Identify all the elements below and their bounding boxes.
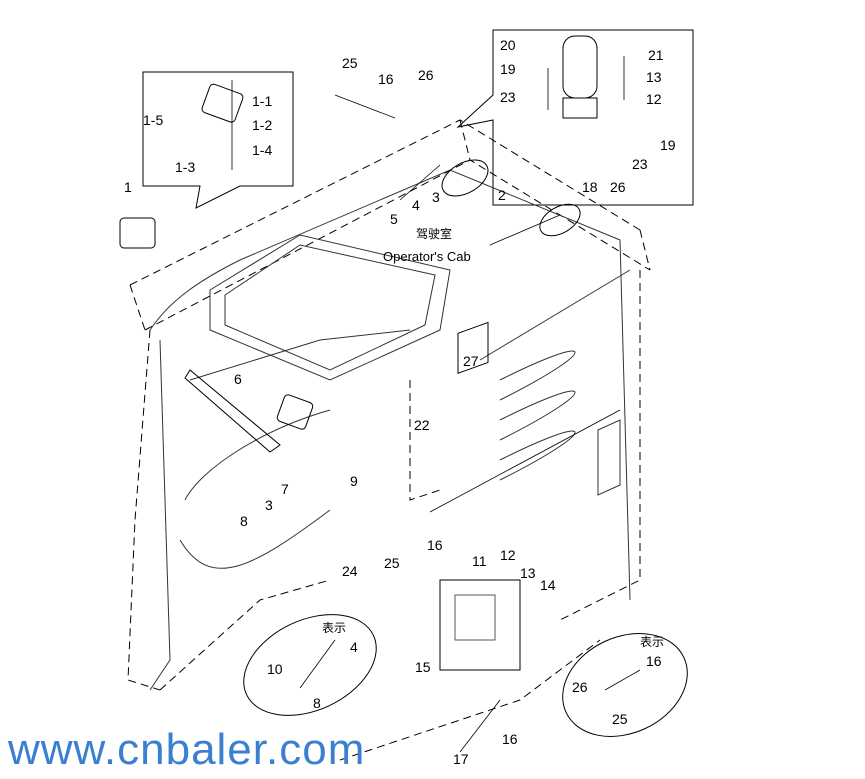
- leader-lines: [231, 56, 641, 753]
- callout: 8: [240, 513, 248, 529]
- callout: 1: [124, 179, 132, 195]
- callout: 13: [646, 69, 662, 85]
- callout: 6: [234, 371, 242, 387]
- beacon-detail-box: [456, 29, 694, 206]
- callout: 1-5: [143, 112, 164, 128]
- cab-outline: [127, 119, 651, 761]
- callout: 16: [646, 653, 662, 669]
- callout: 25: [612, 711, 628, 727]
- speaker-grille: [539, 203, 581, 237]
- watermark: www.cnbaler.com: [8, 725, 366, 774]
- callout: 5: [390, 211, 398, 227]
- callout: 13: [520, 565, 536, 581]
- callout: 12: [500, 547, 516, 563]
- work-lamp: [119, 217, 156, 249]
- callout: 25: [342, 55, 358, 71]
- speaker-grille: [441, 159, 489, 197]
- callout: 23: [632, 156, 648, 172]
- callout: 1-3: [175, 159, 196, 175]
- callout: 16: [427, 537, 443, 553]
- detail-note: 表示: [640, 635, 665, 649]
- callout: 3: [265, 497, 273, 513]
- callout: 22: [414, 417, 430, 433]
- callout: 17: [453, 751, 469, 767]
- callout: 7: [281, 481, 289, 497]
- beacon-base: [562, 97, 598, 119]
- cab-frame: [149, 169, 631, 691]
- callout: 9: [350, 473, 358, 489]
- callout: 26: [418, 67, 434, 83]
- callout: 18: [582, 179, 598, 195]
- beacon: [562, 35, 598, 99]
- callout: 23: [500, 89, 516, 105]
- callout: 4: [350, 639, 358, 655]
- title-cn: 驾驶室: [416, 227, 453, 241]
- callout: 12: [646, 91, 662, 107]
- callout: 14: [540, 577, 556, 593]
- fuse-block: [454, 594, 496, 641]
- title-en: Operator's Cab: [383, 249, 471, 264]
- callout: 19: [500, 61, 516, 77]
- callout: 2: [498, 187, 506, 203]
- callout: 1-2: [252, 117, 273, 133]
- callout: 24: [342, 563, 358, 579]
- detail-circle-right: [562, 633, 688, 737]
- interior-lamp: [276, 394, 314, 430]
- callout: 20: [500, 37, 516, 53]
- control-box: [457, 321, 489, 374]
- callout: 25: [384, 555, 400, 571]
- lamp-detail-box: [142, 71, 294, 209]
- callout: 21: [648, 47, 664, 63]
- detail-circle-left: [243, 614, 377, 716]
- callout: 26: [610, 179, 626, 195]
- callout: 16: [502, 731, 518, 747]
- callout: 26: [572, 679, 588, 695]
- callout: 3: [432, 189, 440, 205]
- detail-note: 表示: [322, 621, 347, 635]
- callout: 27: [463, 353, 479, 369]
- lamp-detail: [201, 83, 244, 123]
- callout: 16: [378, 71, 394, 87]
- callout: 1-1: [252, 93, 273, 109]
- callout: 1-4: [252, 142, 273, 158]
- fuse-panel: [439, 579, 521, 671]
- callout: 15: [415, 659, 431, 675]
- wiper: [184, 369, 281, 453]
- callout: 8: [313, 695, 321, 711]
- callout: 4: [412, 197, 420, 213]
- callout: 10: [267, 661, 283, 677]
- callout: 19: [660, 137, 676, 153]
- callout: 11: [472, 553, 487, 569]
